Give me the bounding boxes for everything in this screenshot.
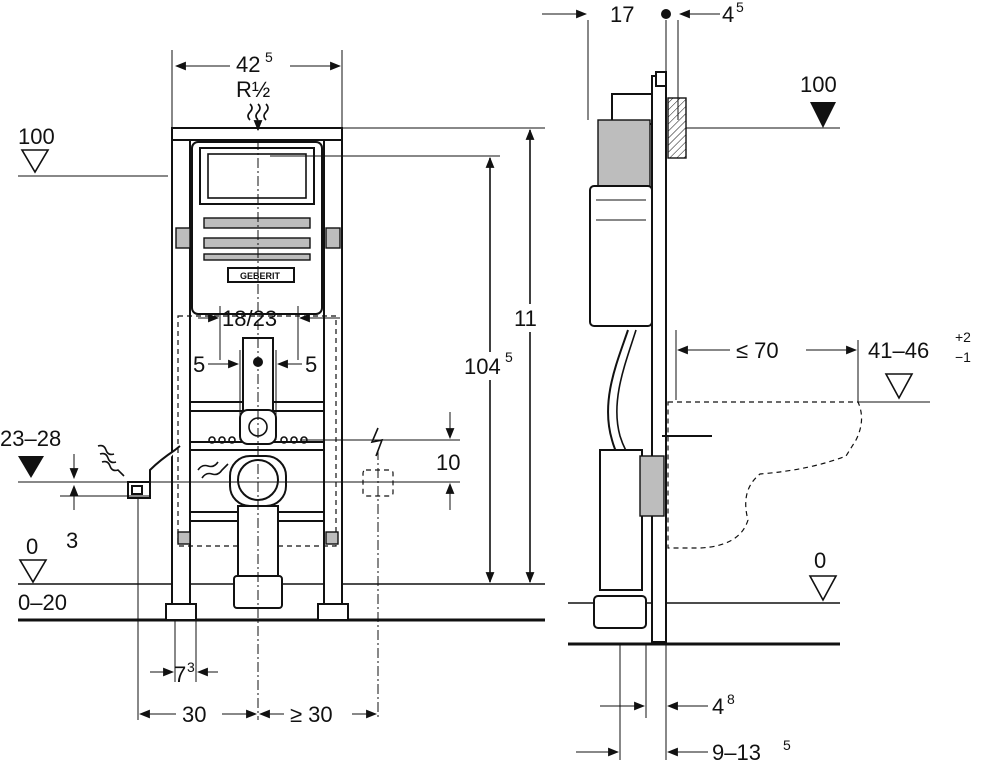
dim-wall-gap-sup: 5 bbox=[783, 737, 791, 753]
side-level-triangle-open-wc bbox=[884, 373, 914, 400]
side-view: 17 4 5 100 ≤ 70 bbox=[542, 0, 971, 765]
dim-foot-depth-label: 4 bbox=[712, 694, 724, 719]
side-drain-bend bbox=[639, 455, 665, 517]
dim-frame-depth-label: 4 bbox=[722, 2, 734, 27]
water-supply-square bbox=[131, 485, 143, 495]
dim-right-dist-label: ≥ 30 bbox=[290, 702, 333, 727]
dim-left-dist-label: 30 bbox=[182, 702, 206, 727]
dim-left-offset-label: 5 bbox=[193, 352, 205, 377]
dim-pipe-offset-sup: 3 bbox=[187, 659, 195, 675]
frame-foot-right bbox=[317, 603, 349, 621]
flush-plate-opening bbox=[199, 147, 315, 205]
dim-fixing-height-label: 104 bbox=[464, 354, 501, 379]
side-drain-pipe bbox=[599, 449, 643, 591]
side-level-triangle-open-floor bbox=[808, 575, 838, 602]
dim-pipe-offset-label: 7 bbox=[174, 662, 186, 687]
level-0-label-left: 0 bbox=[26, 534, 38, 559]
logo-text: GEBERIT bbox=[240, 271, 281, 281]
side-level-triangle-filled bbox=[810, 102, 836, 128]
logo-badge bbox=[227, 267, 295, 283]
water-wave-icon-center bbox=[197, 461, 229, 479]
dim-frame-depth-sup: 5 bbox=[736, 0, 744, 15]
cistern-band-3 bbox=[203, 253, 311, 261]
bracket-right-low bbox=[325, 531, 339, 545]
dim-wc-height-tol-minus: −1 bbox=[955, 349, 971, 365]
bracket-left bbox=[175, 227, 191, 249]
level-100-label-left: 100 bbox=[18, 124, 55, 149]
frame-foot-left bbox=[165, 603, 197, 621]
dim-depth-label: 17 bbox=[610, 2, 634, 27]
dim-wc-height-tol-plus: +2 bbox=[955, 329, 971, 345]
side-center-dot bbox=[661, 9, 671, 19]
side-frame-post bbox=[651, 75, 667, 643]
dim-electric-offset-label: 10 bbox=[436, 450, 460, 475]
bracket-left-low bbox=[177, 531, 191, 545]
side-wc-bowl bbox=[667, 401, 863, 549]
frame-top-rail bbox=[171, 127, 343, 141]
dim-wall-gap-label: 9–13 bbox=[712, 740, 761, 765]
dim-drain-tol-label: 3 bbox=[66, 528, 78, 553]
water-wave-icon-left bbox=[97, 444, 125, 477]
dim-width-label: 42 bbox=[236, 52, 260, 77]
side-frame-post-top bbox=[655, 71, 667, 87]
front-view: GEBERIT bbox=[0, 49, 545, 728]
dim-foot-depth-sup: 8 bbox=[727, 691, 735, 707]
electric-icon bbox=[370, 427, 384, 457]
dim-flush-range-label: 18/23 bbox=[222, 306, 277, 331]
level-triangle-open-floor-left bbox=[18, 559, 48, 584]
side-cistern-body bbox=[589, 185, 653, 327]
side-drain-foot bbox=[593, 595, 647, 629]
dim-drain-height-label: 23–28 bbox=[0, 426, 61, 451]
level-triangle-filled-drain bbox=[18, 456, 44, 478]
dim-width-sup: 5 bbox=[265, 49, 273, 65]
side-cistern-valve bbox=[597, 119, 651, 187]
side-flush-plate bbox=[667, 97, 687, 159]
dim-wc-projection-label: ≤ 70 bbox=[736, 338, 779, 363]
bracket-right bbox=[325, 227, 341, 249]
cistern-band-2 bbox=[203, 237, 311, 249]
floor-range-label: 0–20 bbox=[18, 590, 67, 615]
dim-wc-height-label: 41–46 bbox=[868, 338, 929, 363]
dim-right-offset-label: 5 bbox=[305, 352, 317, 377]
body-dashed-outline bbox=[177, 315, 337, 547]
water-wave-icon bbox=[247, 103, 269, 132]
flush-plate-inner bbox=[207, 153, 307, 199]
water-supply-pipe bbox=[149, 445, 181, 482]
side-level-100-label: 100 bbox=[800, 72, 837, 97]
dim-frame-height-label: 11 bbox=[514, 306, 537, 331]
side-level-0-label: 0 bbox=[814, 548, 826, 573]
connector-label: R½ bbox=[236, 77, 270, 102]
level-triangle-open-left bbox=[20, 149, 50, 174]
dim-fixing-height-sup: 5 bbox=[505, 349, 513, 365]
cistern-band-1 bbox=[203, 217, 311, 229]
